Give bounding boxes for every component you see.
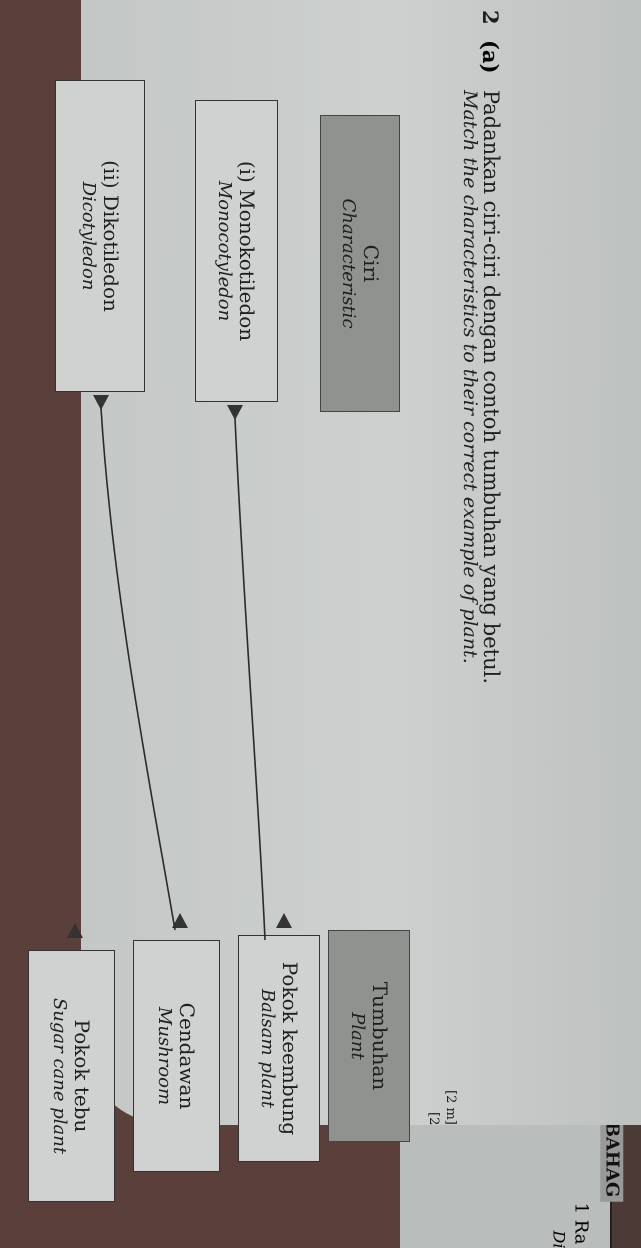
connector-triangle-monocot [227, 405, 243, 420]
answer-line-dicot-mushroom [100, 407, 176, 931]
connector-triangle-dicot [93, 395, 109, 410]
next-page: BAHAG 1 Ra Di [400, 1117, 624, 1248]
connector-triangle-sugarcane [67, 923, 83, 938]
answer-line-monocot-balsam [234, 417, 266, 941]
connector-triangle-balsam [276, 913, 292, 928]
connector-triangle-mushroom [172, 913, 188, 928]
